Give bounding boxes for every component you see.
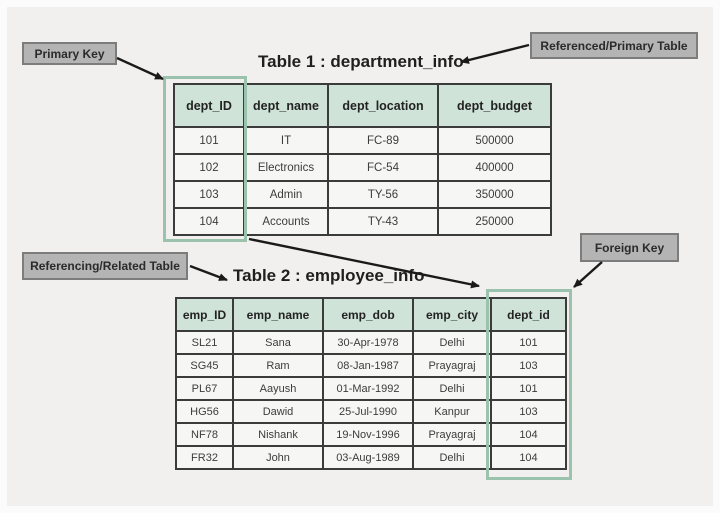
column-header: emp_dob — [322, 297, 414, 332]
cell: Admin — [243, 180, 329, 209]
table-row: FR32 John 03-Aug-1989 Delhi 104 — [175, 445, 567, 470]
arrow-referenced-table-to-title1 — [460, 43, 530, 64]
cell: PL67 — [175, 376, 234, 401]
table-row: SG45 Ram 08-Jan-1987 Prayagraj 103 — [175, 353, 567, 378]
cell: Prayagraj — [412, 353, 492, 378]
column-header: dept_name — [243, 83, 329, 128]
cell: Dawid — [232, 399, 324, 424]
cell: 500000 — [437, 126, 552, 155]
cell: 101 — [490, 330, 567, 355]
cell: Sana — [232, 330, 324, 355]
table-row: PL67 Aayush 01-Mar-1992 Delhi 101 — [175, 376, 567, 401]
cell: John — [232, 445, 324, 470]
column-header: emp_name — [232, 297, 324, 332]
cell: Delhi — [412, 376, 492, 401]
column-header: emp_city — [412, 297, 492, 332]
cell: 104 — [490, 445, 567, 470]
referenced-primary-table-label: Referenced/Primary Table — [530, 32, 698, 59]
table1-header-row: dept_ID dept_name dept_location dept_bud… — [173, 83, 552, 128]
table2-title: Table 2 : employee_info — [233, 266, 425, 285]
cell: 08-Jan-1987 — [322, 353, 414, 378]
cell: Nishank — [232, 422, 324, 447]
cell: Aayush — [232, 376, 324, 401]
table-row: NF78 Nishank 19-Nov-1996 Prayagraj 104 — [175, 422, 567, 447]
primary-key-label: Primary Key — [22, 42, 117, 65]
cell: TY-43 — [327, 207, 439, 236]
arrow-referencing-table-to-title2 — [189, 264, 228, 282]
column-header: dept_id — [490, 297, 567, 332]
cell: FC-54 — [327, 153, 439, 182]
cell: 25-Jul-1990 — [322, 399, 414, 424]
cell: 19-Nov-1996 — [322, 422, 414, 447]
cell: 400000 — [437, 153, 552, 182]
arrow-primary-key-to-deptid — [116, 56, 164, 81]
cell: 104 — [490, 422, 567, 447]
cell: Accounts — [243, 207, 329, 236]
cell: SL21 — [175, 330, 234, 355]
cell: IT — [243, 126, 329, 155]
cell: 103 — [490, 353, 567, 378]
referenced-primary-table-label-text: Referenced/Primary Table — [540, 38, 688, 53]
department-info-table: dept_ID dept_name dept_location dept_bud… — [173, 83, 552, 236]
table-row: 104 Accounts TY-43 250000 — [173, 207, 552, 236]
cell: 101 — [173, 126, 245, 155]
cell: 102 — [173, 153, 245, 182]
column-header: dept_location — [327, 83, 439, 128]
cell: 250000 — [437, 207, 552, 236]
table1-title: Table 1 : department_info — [258, 52, 464, 71]
cell: 104 — [173, 207, 245, 236]
cell: Electronics — [243, 153, 329, 182]
table-row: 103 Admin TY-56 350000 — [173, 180, 552, 209]
column-header: dept_ID — [173, 83, 245, 128]
cell: SG45 — [175, 353, 234, 378]
column-header: dept_budget — [437, 83, 552, 128]
cell: Ram — [232, 353, 324, 378]
cell: NF78 — [175, 422, 234, 447]
table-row: HG56 Dawid 25-Jul-1990 Kanpur 103 — [175, 399, 567, 424]
cell: FC-89 — [327, 126, 439, 155]
cell: Kanpur — [412, 399, 492, 424]
cell: Prayagraj — [412, 422, 492, 447]
cell: HG56 — [175, 399, 234, 424]
foreign-key-label-text: Foreign Key — [594, 240, 665, 255]
cell: 30-Apr-1978 — [322, 330, 414, 355]
foreign-key-label: Foreign Key — [580, 233, 679, 262]
cell: FR32 — [175, 445, 234, 470]
cell: 103 — [173, 180, 245, 209]
referencing-related-table-label: Referencing/Related Table — [22, 252, 188, 280]
table-row: SL21 Sana 30-Apr-1978 Delhi 101 — [175, 330, 567, 355]
employee-info-table: emp_ID emp_name emp_dob emp_city dept_id… — [175, 297, 567, 470]
table-row: 101 IT FC-89 500000 — [173, 126, 552, 155]
cell: 03-Aug-1989 — [322, 445, 414, 470]
cell: Delhi — [412, 330, 492, 355]
cell: 350000 — [437, 180, 552, 209]
referencing-related-table-label-text: Referencing/Related Table — [30, 259, 180, 273]
cell: TY-56 — [327, 180, 439, 209]
arrow-foreign-key-to-deptid — [573, 261, 603, 288]
cell: 101 — [490, 376, 567, 401]
table2-header-row: emp_ID emp_name emp_dob emp_city dept_id — [175, 297, 567, 332]
cell: 01-Mar-1992 — [322, 376, 414, 401]
primary-key-label-text: Primary Key — [34, 46, 105, 61]
cell: Delhi — [412, 445, 492, 470]
column-header: emp_ID — [175, 297, 234, 332]
table-row: 102 Electronics FC-54 400000 — [173, 153, 552, 182]
cell: 103 — [490, 399, 567, 424]
